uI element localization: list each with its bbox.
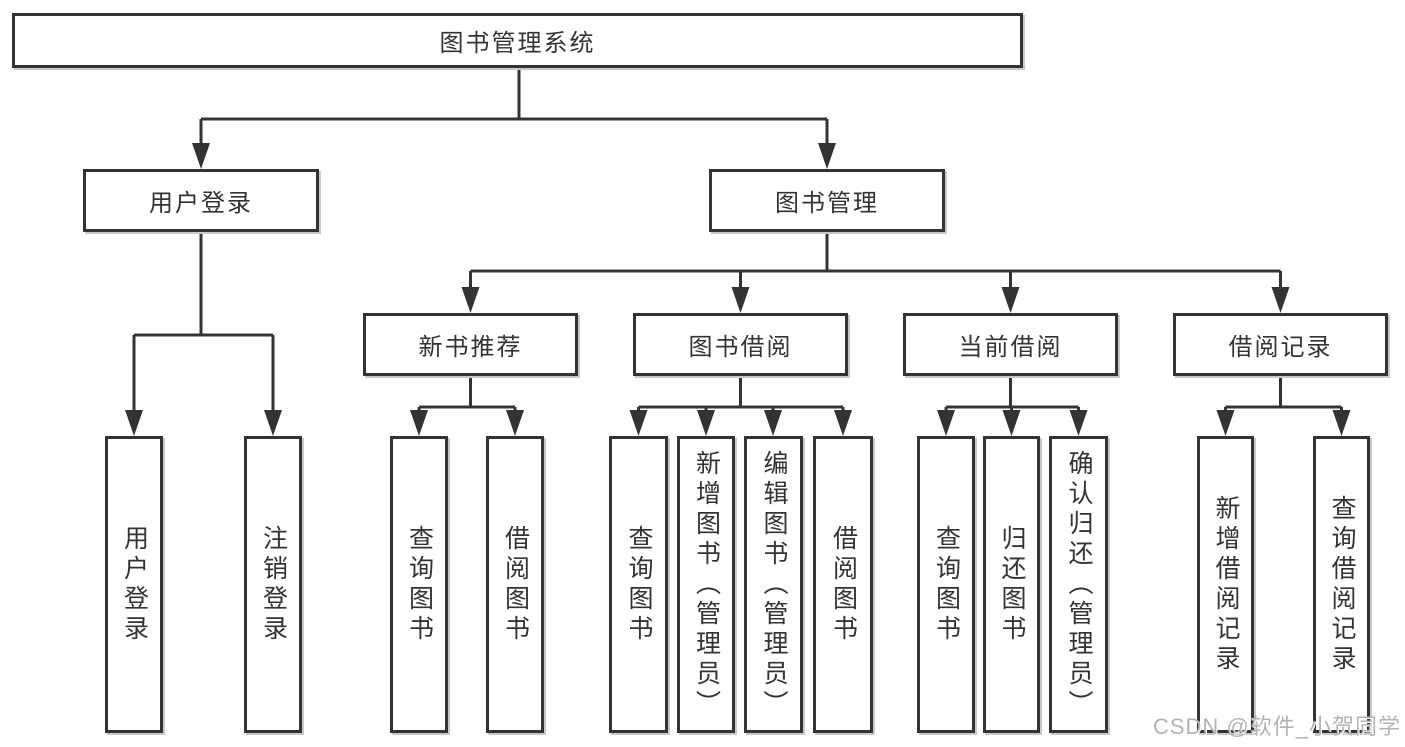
leaf-label: 查询图书 bbox=[932, 524, 961, 645]
leaf-return-books: 归还图书 bbox=[983, 436, 1040, 733]
leaf-label: 确认归还（管理员） bbox=[1065, 449, 1093, 720]
leaf-query-books-recommend: 查询图书 bbox=[390, 436, 448, 733]
leaf-label: 新增借阅记录 bbox=[1212, 494, 1240, 675]
leaf-query-books-current: 查询图书 bbox=[917, 436, 975, 733]
node-book-borrowing: 图书借阅 bbox=[633, 313, 848, 376]
leaf-label: 用户登录 bbox=[120, 524, 149, 645]
leaf-query-borrow-record: 查询借阅记录 bbox=[1313, 436, 1370, 733]
leaf-add-book-admin: 新增图书（管理员） bbox=[677, 436, 735, 733]
leaf-borrow-books-borrowing: 借阅图书 bbox=[813, 436, 873, 733]
leaf-label: 编辑图书（管理员） bbox=[760, 449, 788, 720]
node-label: 图书借阅 bbox=[688, 334, 793, 361]
leaf-label: 归还图书 bbox=[998, 524, 1026, 645]
leaf-label: 注销登录 bbox=[259, 524, 288, 645]
node-label: 新书推荐 bbox=[418, 334, 523, 361]
leaf-label: 查询借阅记录 bbox=[1328, 494, 1356, 675]
leaf-logout: 注销登录 bbox=[244, 436, 302, 733]
node-library-management-system: 图书管理系统 bbox=[12, 13, 1023, 68]
node-current-borrowing: 当前借阅 bbox=[903, 313, 1118, 376]
leaf-label: 新增图书（管理员） bbox=[692, 449, 721, 720]
leaf-confirm-return-admin: 确认归还（管理员） bbox=[1049, 436, 1108, 733]
leaf-label: 查询图书 bbox=[625, 524, 653, 645]
node-label: 借阅记录 bbox=[1228, 334, 1333, 361]
node-label: 图书管理系统 bbox=[439, 30, 596, 57]
node-user-login: 用户登录 bbox=[83, 169, 319, 232]
leaf-user-login: 用户登录 bbox=[105, 436, 163, 733]
leaf-borrow-books-recommend: 借阅图书 bbox=[486, 436, 544, 733]
node-new-book-recommend: 新书推荐 bbox=[363, 313, 578, 376]
leaf-label: 查询图书 bbox=[405, 524, 434, 645]
node-borrowing-records: 借阅记录 bbox=[1173, 313, 1388, 376]
leaf-label: 借阅图书 bbox=[501, 524, 530, 645]
leaf-query-books-borrowing: 查询图书 bbox=[609, 436, 668, 733]
watermark-text: CSDN @软件_小贺同学 bbox=[1152, 714, 1401, 739]
leaf-add-borrow-record: 新增借阅记录 bbox=[1197, 436, 1254, 733]
node-label: 当前借阅 bbox=[958, 334, 1063, 361]
leaf-edit-book-admin: 编辑图书（管理员） bbox=[744, 436, 803, 733]
leaf-label: 借阅图书 bbox=[829, 524, 858, 645]
node-label: 用户登录 bbox=[149, 190, 253, 217]
node-label: 图书管理 bbox=[775, 190, 879, 217]
node-book-management: 图书管理 bbox=[709, 169, 945, 232]
